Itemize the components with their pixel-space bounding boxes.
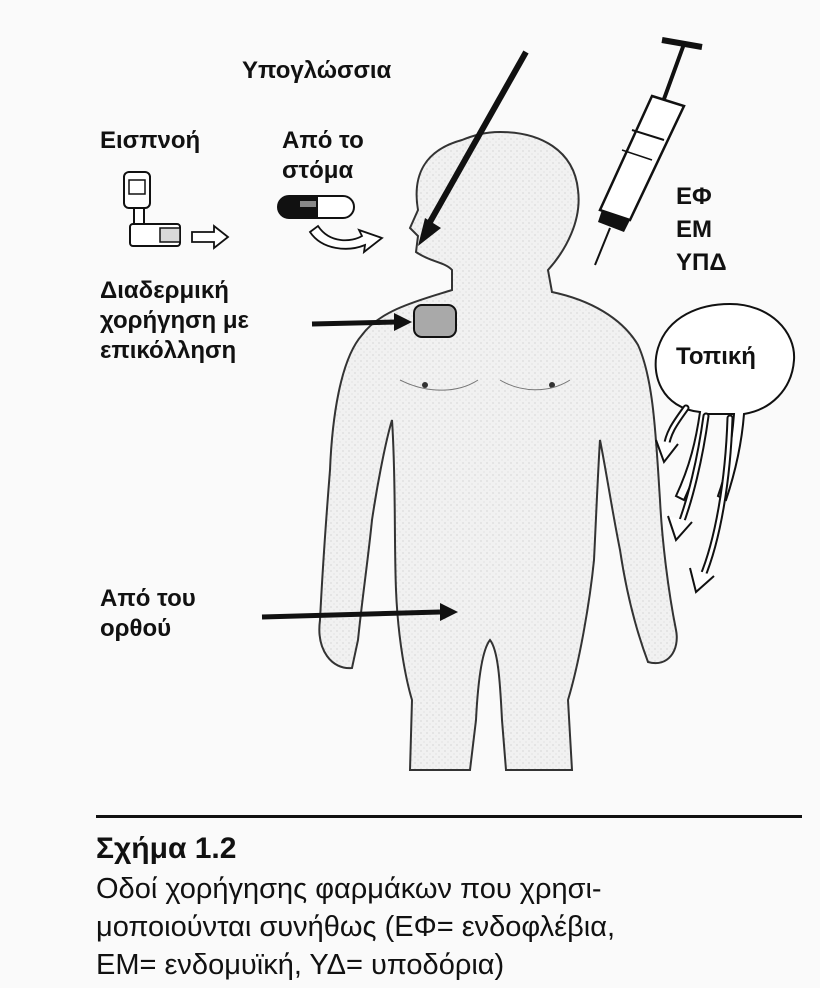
transdermal-arrow-shaft [312,322,396,324]
label-oral-line1: Από το [282,126,364,156]
chest-mark-left [422,382,428,388]
label-oral-line2: στόμα [282,156,364,186]
caption-line-3: ΕΜ= ενδομυϊκή, ΥΔ= υποδόρια) [96,946,811,984]
label-inhalation-text: Εισπνοή [100,126,200,156]
label-im: ΕΜ [676,213,727,246]
inhalation-arrow-icon [192,226,228,248]
label-transdermal-line3: επικόλληση [100,336,249,366]
caption-line-1: Οδοί χορήγησης φαρμάκων που χρησι- [96,870,811,908]
transdermal-patch [414,305,456,337]
label-oral: Από το στόμα [282,126,364,186]
label-sublingual-text: Υπογλώσσια [242,56,391,86]
caption-divider [96,815,802,818]
oral-arrow-icon [310,226,382,252]
label-rectal-line1: Από του [100,584,196,614]
label-topical-text: Τοπική [676,342,756,372]
label-sc: ΥΠΔ [676,246,727,279]
label-injection-routes: ΕΦ ΕΜ ΥΠΔ [676,180,727,279]
label-transdermal-line2: χορήγηση με [100,306,249,336]
label-topical: Τοπική [676,342,756,372]
inhaler-icon [124,172,180,246]
label-sublingual: Υπογλώσσια [242,56,391,86]
caption-title: Σχήμα 1.2 [96,832,236,866]
caption-line-2: μοποιούνται συνήθως (ΕΦ= ενδοφλέβια, [96,908,811,946]
label-transdermal: Διαδερμική χορήγηση με επικόλληση [100,276,249,366]
label-rectal-line2: ορθού [100,614,196,644]
label-iv: ΕΦ [676,180,727,213]
caption-body: Οδοί χορήγησης φαρμάκων που χρησι- μοποι… [96,870,811,984]
label-transdermal-line1: Διαδερμική [100,276,249,306]
label-inhalation: Εισπνοή [100,126,200,156]
capsule-icon [278,196,354,218]
label-rectal: Από του ορθού [100,584,196,644]
